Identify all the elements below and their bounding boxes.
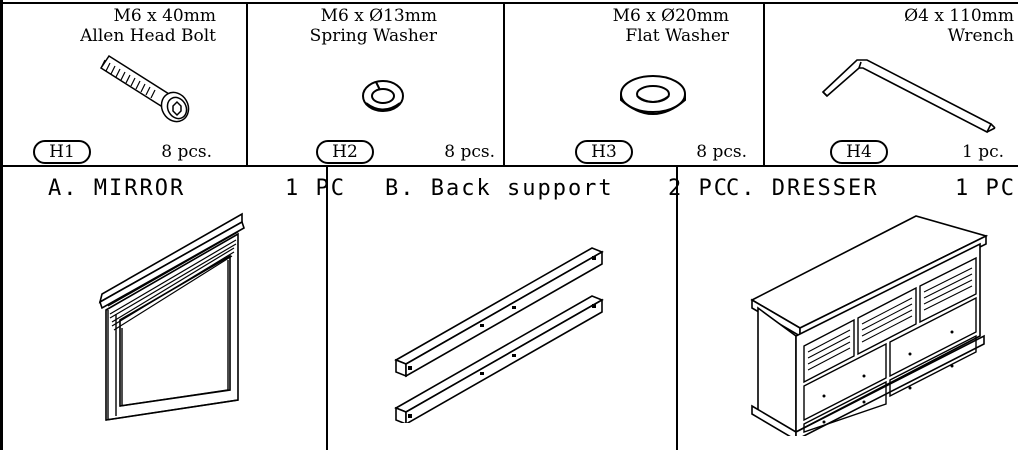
hardware-size: M6 x 40mm [113, 6, 217, 26]
hardware-description: M6 x 40mm Allen Head Bolt [80, 6, 216, 46]
part-label: A. MIRROR [48, 176, 186, 201]
hardware-code-badge: H3 [575, 140, 633, 164]
allen-wrench-icon [821, 59, 996, 134]
hw-divider-1 [246, 4, 248, 165]
hardware-code-badge: H2 [316, 140, 374, 164]
hardware-description: M6 x Ø13mm Spring Washer [310, 6, 437, 46]
part-quantity: 2 PC [668, 176, 729, 201]
part-quantity: 1 PC [285, 176, 346, 201]
hardware-name: Spring Washer [309, 26, 437, 46]
hardware-quantity: 8 pcs. [696, 142, 747, 162]
left-border [0, 0, 3, 450]
row-divider [0, 165, 1018, 167]
hardware-description: M6 x Ø20mm Flat Washer [613, 6, 729, 46]
hardware-code-badge: H1 [33, 140, 91, 164]
hardware-name: Allen Head Bolt [80, 26, 216, 46]
hardware-description: Ø4 x 110mm Wrench [904, 6, 1014, 46]
dresser-icon [750, 215, 989, 436]
part-label: C. DRESSER [726, 176, 879, 201]
hardware-name: Flat Washer [625, 26, 729, 46]
hardware-cell-h2: M6 x Ø13mm Spring Washer H2 8 pcs. [248, 4, 503, 167]
flat-washer-icon [620, 75, 686, 115]
hardware-quantity: 8 pcs. [444, 142, 495, 162]
bolt-icon [99, 54, 190, 123]
part-quantity: 1 PC [955, 176, 1016, 201]
hardware-quantity: 8 pcs. [161, 142, 212, 162]
hardware-cell-h1: M6 x 40mm Allen Head Bolt H1 8 pcs. [3, 4, 246, 167]
top-border [0, 2, 1018, 4]
hw-divider-3 [763, 4, 765, 165]
hardware-name: Wrench [947, 26, 1014, 46]
hardware-size: M6 x Ø20mm [612, 6, 729, 26]
hardware-cell-h4: Ø4 x 110mm Wrench H4 1 pc. [765, 4, 1018, 167]
mirror-icon [98, 212, 245, 421]
hardware-quantity: 1 pc. [961, 142, 1004, 162]
part-divider-1 [326, 167, 328, 450]
hardware-size: M6 x Ø13mm [320, 6, 437, 26]
hardware-size: Ø4 x 110mm [904, 6, 1014, 26]
hardware-cell-h3: M6 x Ø20mm Flat Washer H3 8 pcs. [505, 4, 763, 167]
hw-divider-2 [503, 4, 505, 165]
back-support-icon [394, 247, 604, 423]
part-divider-2 [676, 167, 678, 450]
hardware-code-badge: H4 [830, 140, 888, 164]
part-label: B. Back support [385, 176, 614, 201]
spring-washer-icon [362, 80, 404, 112]
